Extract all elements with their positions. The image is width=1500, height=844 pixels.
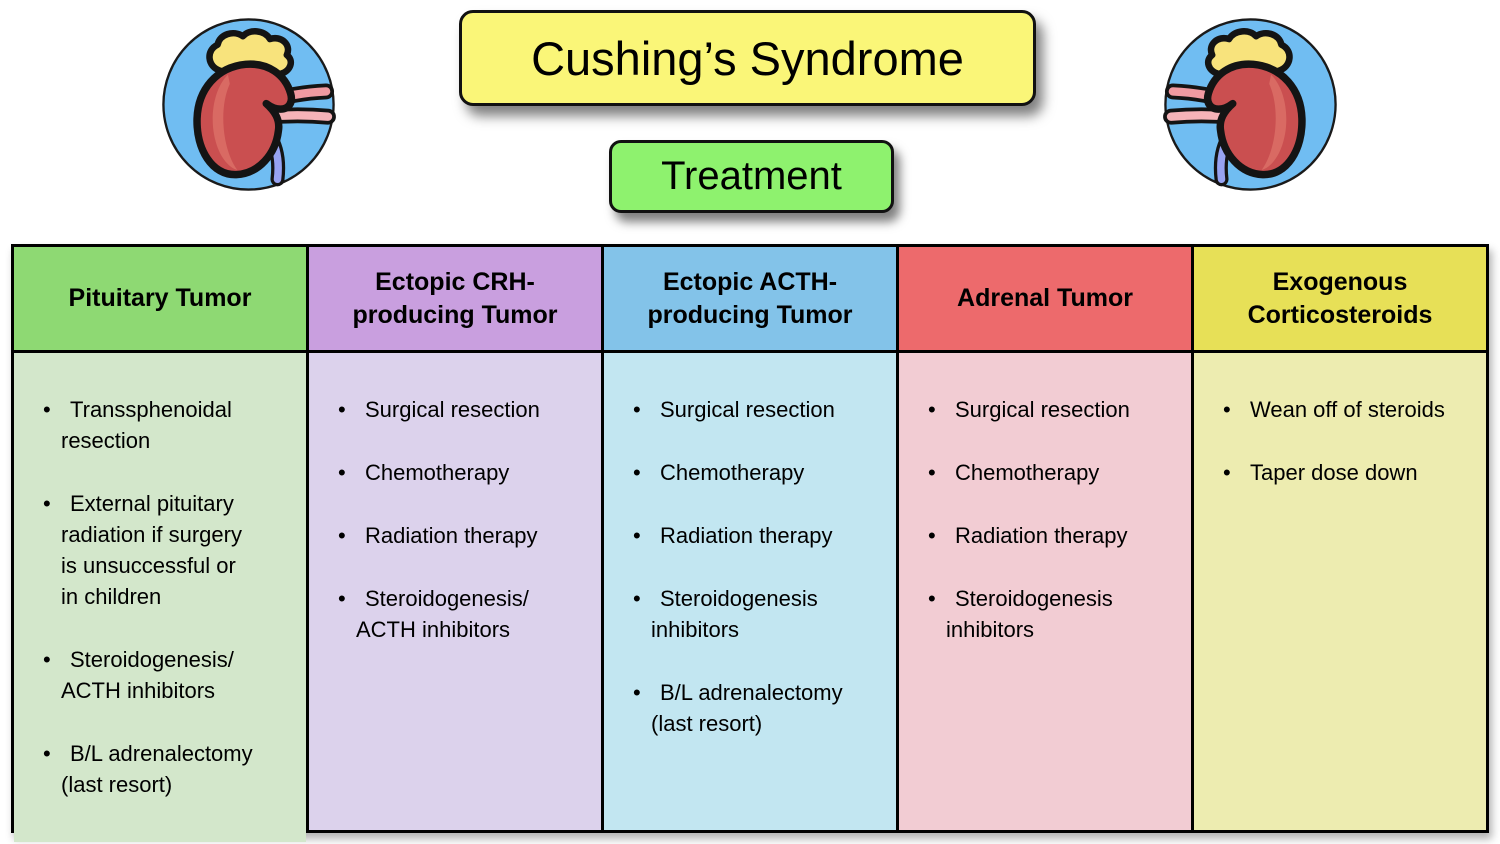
treatment-item: Surgical resection xyxy=(913,394,1175,425)
treatment-item: Steroidogenesis inhibitors xyxy=(618,583,880,645)
kidney-icon-right xyxy=(1157,11,1344,198)
treatment-item: Chemotherapy xyxy=(618,457,880,488)
subtitle-box: Treatment xyxy=(609,140,894,213)
treatment-list: Surgical resectionChemotherapyRadiation … xyxy=(618,394,880,739)
column-header: Pituitary Tumor xyxy=(14,247,306,353)
column-body: Wean off of steroidsTaper dose down xyxy=(1194,353,1486,830)
treatment-item: Radiation therapy xyxy=(913,520,1175,551)
treatment-item: Chemotherapy xyxy=(323,457,585,488)
treatment-item: Steroidogenesis/ ACTH inhibitors xyxy=(323,583,585,645)
treatment-column-5: Exogenous CorticosteroidsWean off of ste… xyxy=(1194,247,1486,830)
column-body: Surgical resectionChemotherapyRadiation … xyxy=(604,353,896,830)
treatment-item: B/L adrenalectomy (last resort) xyxy=(618,677,880,739)
treatment-item: B/L adrenalectomy (last resort) xyxy=(28,738,290,800)
treatment-list: Surgical resectionChemotherapyRadiation … xyxy=(323,394,585,645)
treatment-list: Surgical resectionChemotherapyRadiation … xyxy=(913,394,1175,645)
treatment-table: Pituitary TumorTranssphenoidal resection… xyxy=(11,244,1489,842)
page-title: Cushing’s Syndrome xyxy=(531,31,964,85)
column-header: Exogenous Corticosteroids xyxy=(1194,247,1486,353)
column-body: Surgical resectionChemotherapyRadiation … xyxy=(309,353,601,830)
column-header: Ectopic CRH- producing Tumor xyxy=(309,247,601,353)
title-box: Cushing’s Syndrome xyxy=(459,10,1036,106)
treatment-item: Surgical resection xyxy=(323,394,585,425)
treatment-item: External pituitary radiation if surgery … xyxy=(28,488,290,612)
treatment-item: Surgical resection xyxy=(618,394,880,425)
treatment-column-4: Adrenal TumorSurgical resectionChemother… xyxy=(899,247,1194,830)
treatment-column-3: Ectopic ACTH- producing TumorSurgical re… xyxy=(604,247,899,830)
treatment-item: Steroidogenesis/ ACTH inhibitors xyxy=(28,644,290,706)
treatment-item: Taper dose down xyxy=(1208,457,1470,488)
column-body: Surgical resectionChemotherapyRadiation … xyxy=(899,353,1191,830)
column-header: Adrenal Tumor xyxy=(899,247,1191,353)
treatment-item: Wean off of steroids xyxy=(1208,394,1470,425)
treatment-item: Radiation therapy xyxy=(323,520,585,551)
treatment-list: Wean off of steroidsTaper dose down xyxy=(1208,394,1470,488)
treatment-item: Radiation therapy xyxy=(618,520,880,551)
kidney-adrenal-icon xyxy=(1163,18,1337,191)
treatment-item: Chemotherapy xyxy=(913,457,1175,488)
treatment-column-1: Pituitary TumorTranssphenoidal resection… xyxy=(14,247,309,842)
kidney-adrenal-icon xyxy=(162,18,336,191)
treatment-item: Transsphenoidal resection xyxy=(28,394,290,456)
column-header: Ectopic ACTH- producing Tumor xyxy=(604,247,896,353)
subtitle: Treatment xyxy=(661,154,842,198)
treatment-item: Steroidogenesis inhibitors xyxy=(913,583,1175,645)
kidney-icon-left xyxy=(155,11,342,198)
treatment-list: Transsphenoidal resectionExternal pituit… xyxy=(28,394,290,800)
treatment-column-2: Ectopic CRH- producing TumorSurgical res… xyxy=(309,247,604,830)
column-body: Transsphenoidal resectionExternal pituit… xyxy=(14,353,306,842)
